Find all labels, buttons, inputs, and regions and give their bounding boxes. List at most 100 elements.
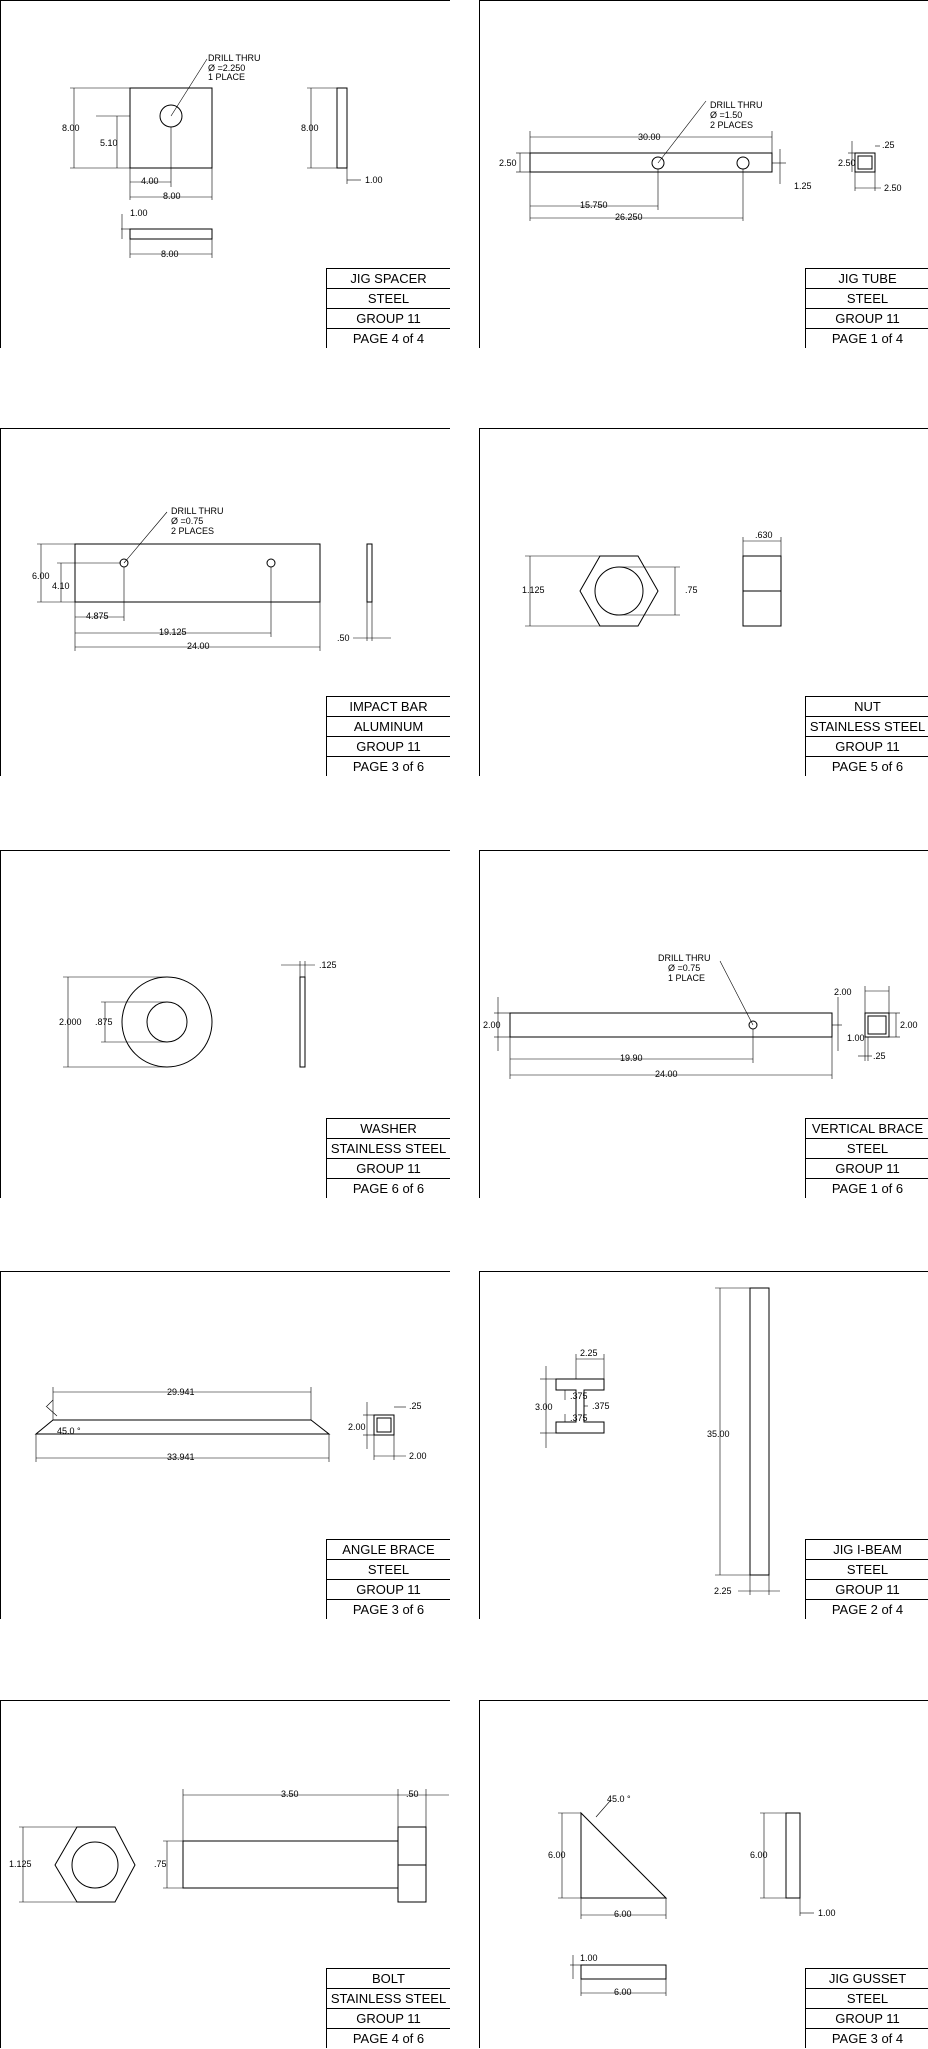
part-group: GROUP 11 <box>327 1158 450 1178</box>
dimension-label: 35.00 <box>707 1429 730 1439</box>
part-page: PAGE 2 of 4 <box>806 1599 928 1619</box>
dimension-label: 2.00 <box>409 1451 427 1461</box>
part-title: BOLT <box>327 1968 450 1988</box>
dimension-label: 6.00 <box>750 1850 768 1860</box>
dimension-label: 3.50 <box>281 1789 299 1799</box>
dimension-label: Ø =1.50 <box>710 110 742 120</box>
title-block: BOLT STAINLESS STEEL GROUP 11 PAGE 4 of … <box>326 1968 450 2048</box>
part-material: STEEL <box>806 1559 928 1579</box>
dimension-label: Ø =2.250 <box>208 63 245 73</box>
dimension-label: 4.10 <box>52 581 70 591</box>
dimension-label: 2.000 <box>59 1017 82 1027</box>
part-title: WASHER <box>327 1118 450 1138</box>
part-title: NUT <box>806 696 928 716</box>
dimension-label: .25 <box>409 1401 422 1411</box>
dimension-label: 33.941 <box>167 1452 195 1462</box>
dimension-label: 1.00 <box>365 175 383 185</box>
title-block: JIG GUSSET STEEL GROUP 11 PAGE 3 of 4 <box>805 1968 928 2048</box>
dimension-label: 8.00 <box>301 123 319 133</box>
drawing-sheet-vertical-brace: DRILL THRU Ø =0.75 1 PLACE 2.00 1.00 19.… <box>479 850 928 1198</box>
jig-i-beam-drawing: 2.25 3.00 .375 .375 .375 35.00 2.25 <box>535 1287 780 1596</box>
part-group: GROUP 11 <box>327 2008 450 2028</box>
part-material: STAINLESS STEEL <box>327 1138 450 1158</box>
part-page: PAGE 3 of 6 <box>327 756 450 776</box>
part-page: PAGE 1 of 4 <box>806 328 928 348</box>
dimension-label: 2.50 <box>499 158 517 168</box>
dimension-label: 1.00 <box>847 1033 865 1043</box>
title-block: JIG SPACER STEEL GROUP 11 PAGE 4 of 4 <box>326 268 450 348</box>
dimension-label: 1.25 <box>794 181 812 191</box>
dimension-label: 2.50 <box>884 183 902 193</box>
drawing-sheet-bolt: 1.125 3.50 .50 .75 BOLT STAINLESS STEEL … <box>0 1700 450 2048</box>
part-group: GROUP 11 <box>806 308 928 328</box>
part-material: STEEL <box>327 288 450 308</box>
dimension-label: 1.00 <box>580 1953 598 1963</box>
jig-gusset-drawing: 45.0 ° 6.00 6.00 6.00 1.00 1.00 6.00 <box>548 1794 836 1997</box>
part-title: JIG SPACER <box>327 268 450 288</box>
dimension-label: 6.00 <box>614 1987 632 1997</box>
dimension-label: .125 <box>319 960 337 970</box>
angle-brace-drawing: 29.941 45.0 ° 33.941 .25 2.00 2.00 <box>34 1387 427 1462</box>
part-group: GROUP 11 <box>806 2008 928 2028</box>
part-material: STEEL <box>806 1988 928 2008</box>
part-title: VERTICAL BRACE <box>806 1118 928 1138</box>
dimension-label: 2.00 <box>483 1020 501 1030</box>
dimension-label: 4.00 <box>141 176 159 186</box>
part-group: GROUP 11 <box>327 736 450 756</box>
dimension-label: 6.00 <box>32 571 50 581</box>
title-block: WASHER STAINLESS STEEL GROUP 11 PAGE 6 o… <box>326 1118 450 1198</box>
title-block: JIG I-BEAM STEEL GROUP 11 PAGE 2 of 4 <box>805 1539 928 1619</box>
dimension-label: 19.90 <box>620 1053 643 1063</box>
dimension-label: 4.875 <box>86 611 109 621</box>
part-material: STAINLESS STEEL <box>806 716 928 736</box>
part-group: GROUP 11 <box>327 308 450 328</box>
dimension-label: 2.00 <box>900 1020 918 1030</box>
dimension-label: 2.25 <box>580 1348 598 1358</box>
part-page: PAGE 5 of 6 <box>806 756 928 776</box>
part-page: PAGE 4 of 6 <box>327 2028 450 2048</box>
part-title: IMPACT BAR <box>327 696 450 716</box>
part-title: JIG I-BEAM <box>806 1539 928 1559</box>
title-block: JIG TUBE STEEL GROUP 11 PAGE 1 of 4 <box>805 268 928 348</box>
dimension-label: 19.125 <box>159 627 187 637</box>
dimension-label: 2.00 <box>348 1422 366 1432</box>
part-group: GROUP 11 <box>806 1158 928 1178</box>
drawing-sheet-angle-brace: 29.941 45.0 ° 33.941 .25 2.00 2.00 ANGLE… <box>0 1271 450 1619</box>
dimension-label: DRILL THRU <box>208 53 261 63</box>
dimension-label: .75 <box>685 585 698 595</box>
dimension-label: DRILL THRU <box>710 100 763 110</box>
dimension-label: 2 PLACES <box>710 120 753 130</box>
dimension-label: 2.00 <box>834 987 852 997</box>
dimension-label: .75 <box>154 1859 167 1869</box>
part-material: STAINLESS STEEL <box>327 1988 450 2008</box>
drawing-sheet-jig-spacer: DRILL THRU Ø =2.250 1 PLACE 8.00 5.10 4.… <box>0 0 450 348</box>
part-page: PAGE 4 of 4 <box>327 328 450 348</box>
title-block: NUT STAINLESS STEEL GROUP 11 PAGE 5 of 6 <box>805 696 928 776</box>
drawing-sheet-impact-bar: DRILL THRU Ø =0.75 2 PLACES 6.00 4.10 4.… <box>0 428 450 776</box>
impact-bar-drawing: DRILL THRU Ø =0.75 2 PLACES 6.00 4.10 4.… <box>32 506 391 651</box>
part-title: ANGLE BRACE <box>327 1539 450 1559</box>
drawing-sheet-washer: 2.000 .875 .125 WASHER STAINLESS STEEL G… <box>0 850 450 1198</box>
part-material: ALUMINUM <box>327 716 450 736</box>
dimension-label: .630 <box>755 530 773 540</box>
dimension-label: 26.250 <box>615 212 643 222</box>
part-page: PAGE 3 of 6 <box>327 1599 450 1619</box>
dimension-label: 24.00 <box>655 1069 678 1079</box>
dimension-label: .50 <box>337 633 350 643</box>
part-group: GROUP 11 <box>327 1579 450 1599</box>
dimension-label: 45.0 ° <box>57 1426 81 1436</box>
part-material: STEEL <box>806 288 928 308</box>
dimension-label: 2 PLACES <box>171 526 214 536</box>
part-material: STEEL <box>327 1559 450 1579</box>
bolt-drawing: 1.125 3.50 .50 .75 <box>9 1789 449 1903</box>
title-block: IMPACT BAR ALUMINUM GROUP 11 PAGE 3 of 6 <box>326 696 450 776</box>
dimension-label: 30.00 <box>638 132 661 142</box>
part-group: GROUP 11 <box>806 736 928 756</box>
drawing-sheet-jig-tube: DRILL THRU Ø =1.50 2 PLACES 30.00 2.50 1… <box>479 0 928 348</box>
part-group: GROUP 11 <box>806 1579 928 1599</box>
part-title: JIG GUSSET <box>806 1968 928 1988</box>
dimension-label: 1 PLACE <box>668 973 705 983</box>
dimension-label: 29.941 <box>167 1387 195 1397</box>
part-page: PAGE 1 of 6 <box>806 1178 928 1198</box>
dimension-label: 1.125 <box>9 1859 32 1869</box>
